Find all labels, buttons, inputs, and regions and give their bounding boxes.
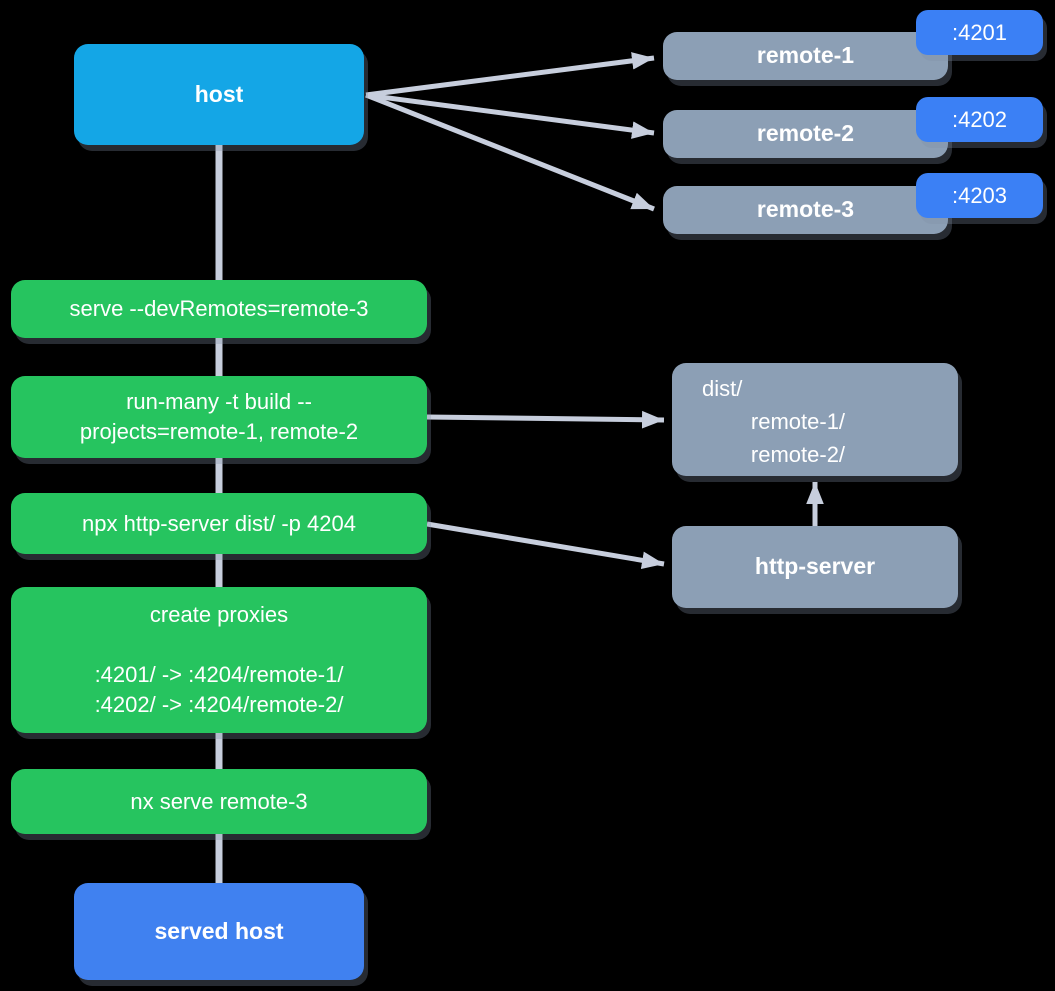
remote-3-label: remote-3 bbox=[756, 196, 855, 223]
port-4201-label: :4201 bbox=[951, 19, 1008, 45]
step-run-many-build-text: run-many -t build -- projects=remote-1, … bbox=[79, 389, 359, 444]
remote-2-label: remote-2 bbox=[756, 120, 855, 147]
step-run-many-build: run-many -t build -- projects=remote-1, … bbox=[11, 376, 427, 458]
step-npx-http-server-text: npx http-server dist/ -p 4204 bbox=[82, 510, 356, 536]
node-dist-folder: dist/ remote-1/ remote-2/ bbox=[672, 363, 958, 476]
port-badge-4202: :4202 bbox=[916, 97, 1043, 142]
node-remote-1: remote-1 bbox=[663, 32, 948, 80]
step-nx-serve-remote-3-text: nx serve remote-3 bbox=[130, 788, 308, 814]
step-create-proxies-text: create proxies :4201/ -> :4204/remote-1/… bbox=[94, 602, 344, 717]
dist-folder-text: dist/ remote-1/ remote-2/ bbox=[702, 376, 846, 467]
http-server-label: http-server bbox=[754, 553, 876, 580]
port-4202-label: :4202 bbox=[951, 106, 1008, 132]
host-label: host bbox=[194, 80, 244, 107]
node-remote-2: remote-2 bbox=[663, 110, 948, 158]
node-host: host bbox=[74, 44, 364, 145]
port-badge-4203: :4203 bbox=[916, 173, 1043, 218]
edge-host-to-remote-1 bbox=[365, 52, 655, 98]
node-remote-3: remote-3 bbox=[663, 186, 948, 234]
node-served-host: served host bbox=[74, 883, 364, 980]
step-serve-dev-remotes: serve --devRemotes=remote-3 bbox=[11, 280, 427, 338]
edge-build-to-dist bbox=[426, 410, 665, 429]
served-host-label: served host bbox=[154, 917, 284, 944]
step-npx-http-server: npx http-server dist/ -p 4204 bbox=[11, 493, 427, 554]
port-badge-4201: :4201 bbox=[916, 10, 1043, 55]
node-http-server: http-server bbox=[672, 526, 958, 608]
edge-host-to-remote-3 bbox=[365, 92, 655, 212]
step-serve-dev-remotes-text: serve --devRemotes=remote-3 bbox=[69, 296, 369, 322]
edge-command-to-http-server bbox=[426, 521, 665, 570]
edge-host-to-remote-2 bbox=[365, 92, 655, 139]
step-create-proxies: create proxies :4201/ -> :4204/remote-1/… bbox=[11, 587, 427, 733]
port-4203-label: :4203 bbox=[951, 182, 1008, 208]
step-nx-serve-remote-3: nx serve remote-3 bbox=[11, 769, 427, 834]
remote-1-label: remote-1 bbox=[756, 42, 855, 69]
